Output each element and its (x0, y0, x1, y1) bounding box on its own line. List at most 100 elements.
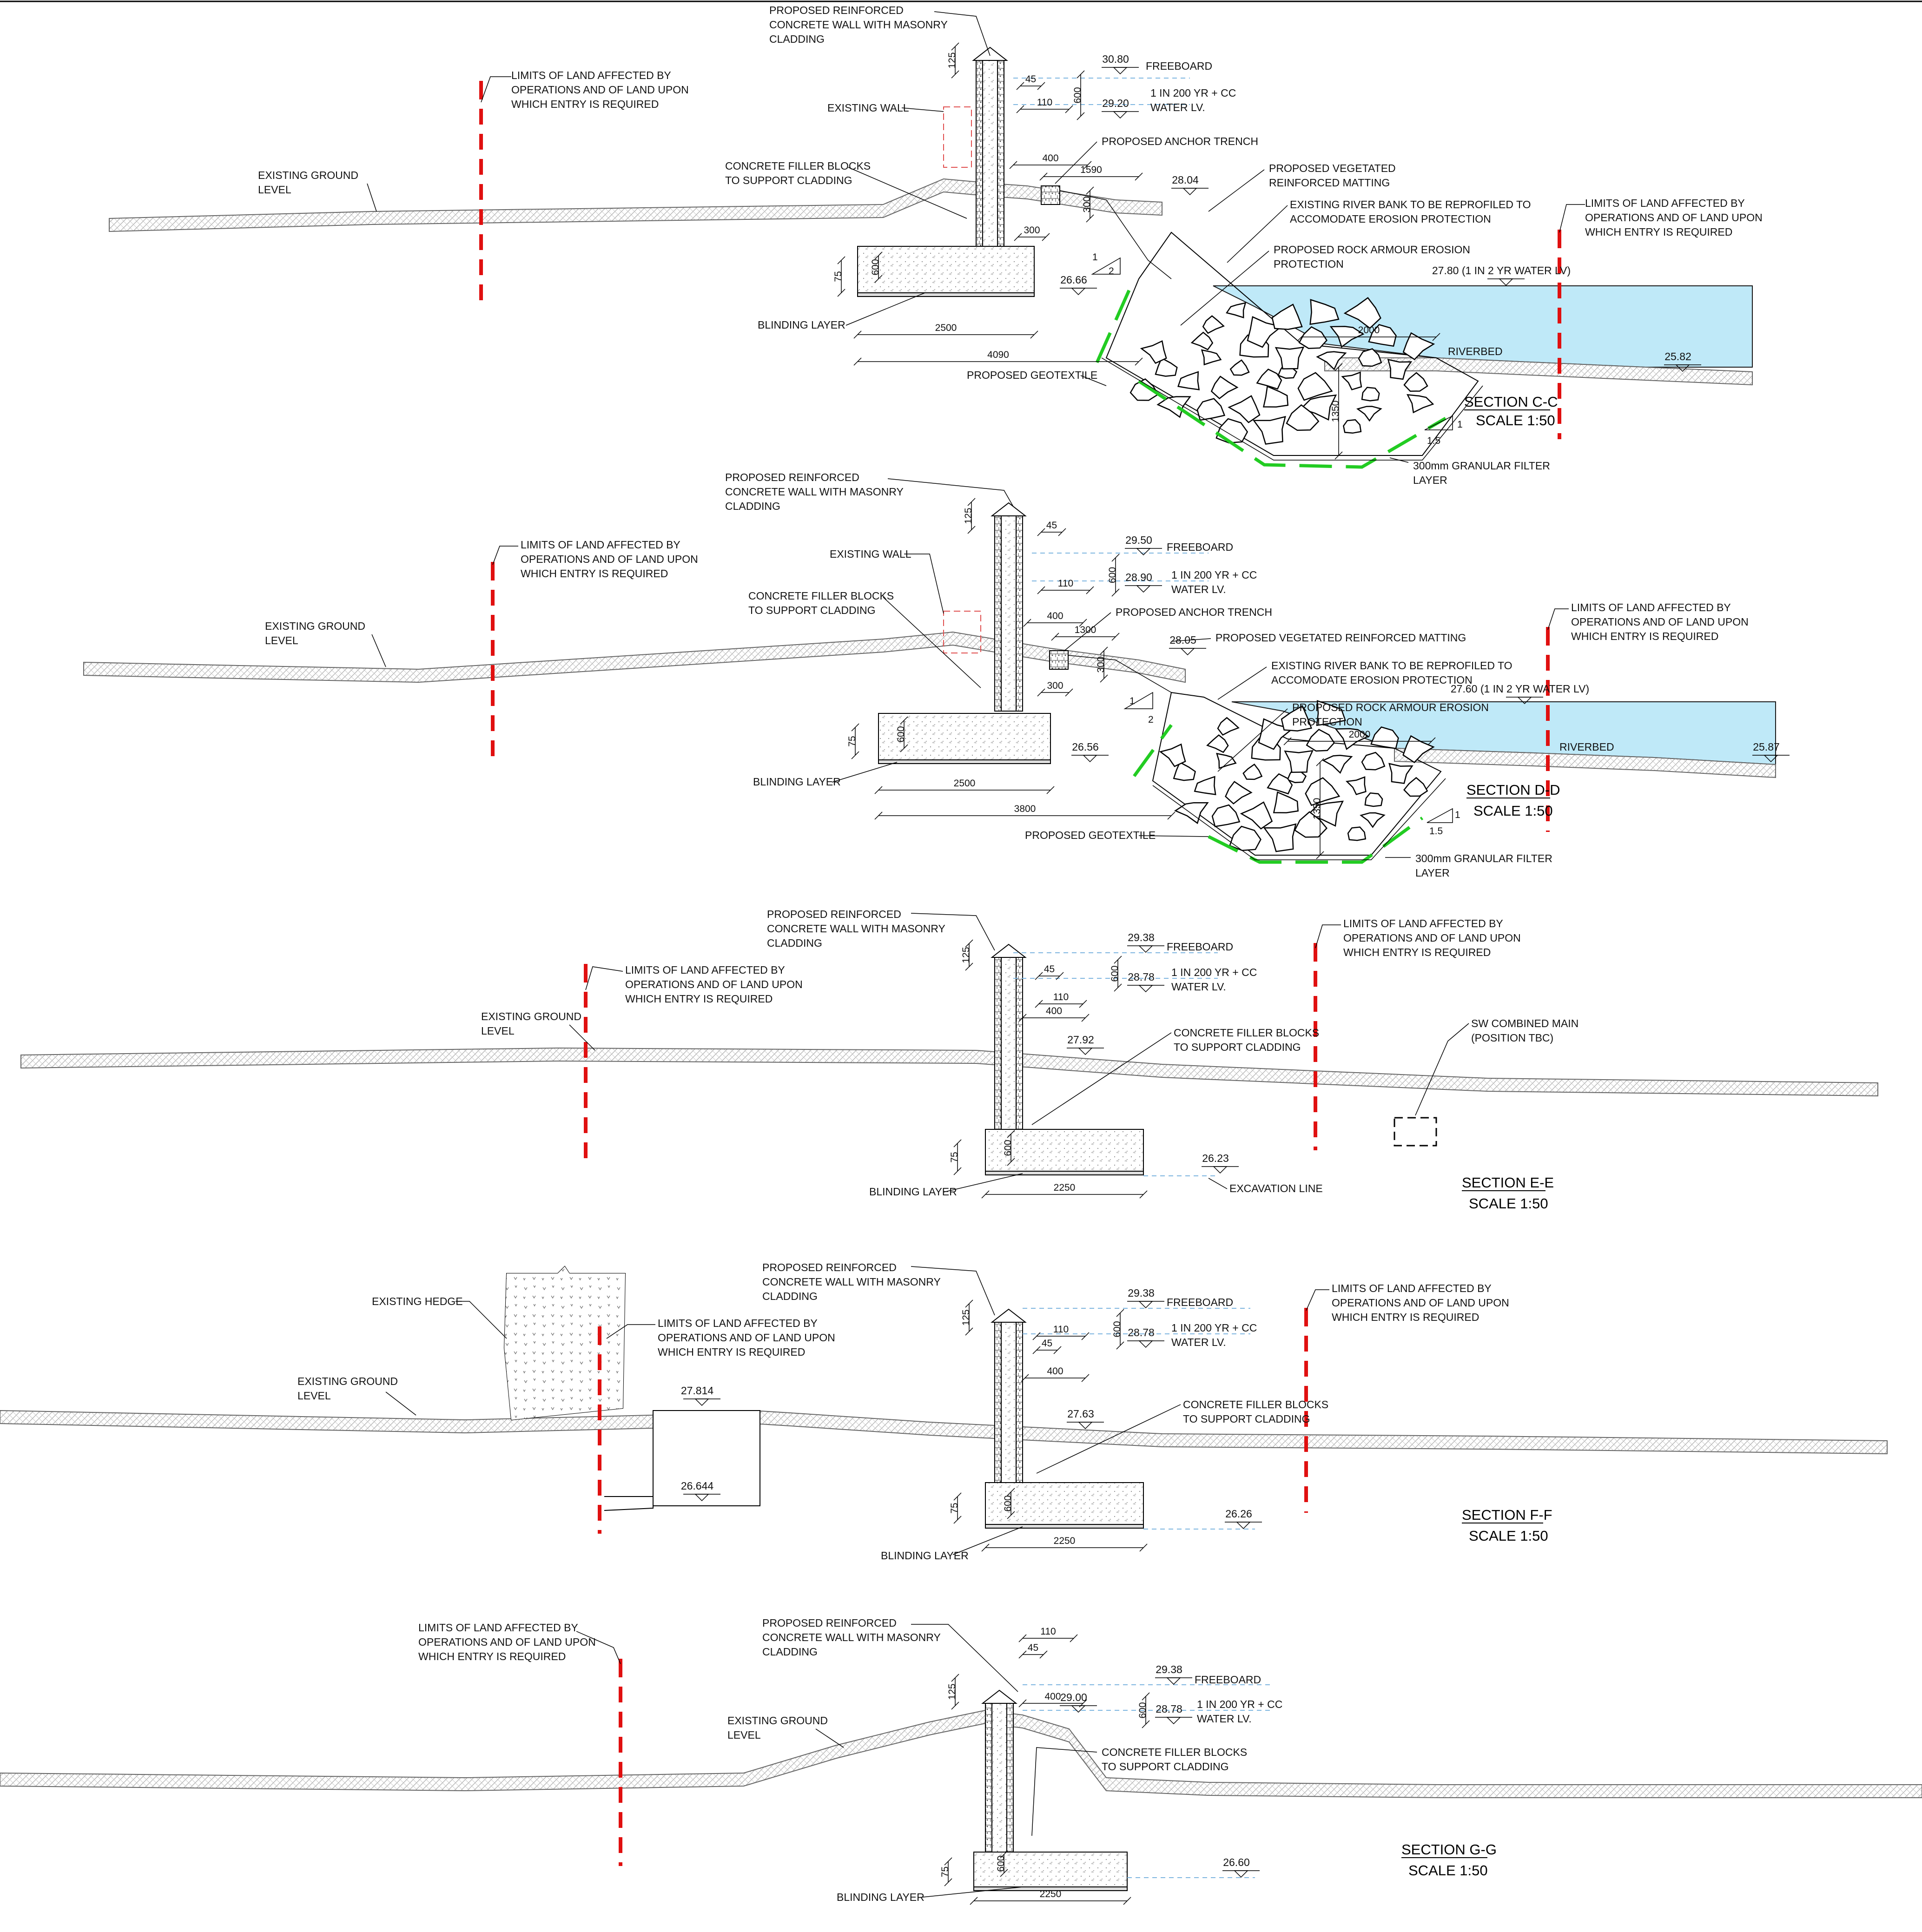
cc-stone (1252, 415, 1286, 445)
cc-lv-found-marker (1071, 288, 1086, 296)
gg-freeboard-label: FREEBOARD (1195, 1674, 1261, 1686)
dd-blinding-label: BLINDING LAYER (753, 776, 841, 788)
cc-stone (1402, 332, 1435, 361)
dd-matting-label: PROPOSED VEGETATED REINFORCED MATTING (1215, 632, 1466, 644)
ee-limits-right-label-line: LIMITS OF LAND AFFECTED BY (1343, 917, 1503, 930)
dd-dim-75-tick (851, 751, 859, 759)
dd-footing (878, 713, 1051, 760)
ff-dim-125-tick (965, 1299, 973, 1308)
dd-existing-wall-leader (904, 554, 944, 614)
cc-stone (1343, 297, 1381, 329)
cc-stone (1343, 419, 1362, 434)
gg-dim-600-tick (1142, 1692, 1150, 1701)
dd-stone (1402, 735, 1435, 764)
dd-dim-75-tick (851, 723, 859, 732)
cc-dim-110-tick (1065, 105, 1073, 113)
cc-matting (1059, 190, 1172, 279)
cc-blinding (857, 292, 1035, 297)
dd-blinding (878, 759, 1051, 764)
ff-blinding-label: BLINDING LAYER (881, 1550, 969, 1562)
ff-lv-chamber-top-marker (694, 1398, 709, 1406)
ee-limits-right-leader (1315, 924, 1341, 949)
cc-dim-2500-tick (853, 330, 862, 339)
ff-title: SECTION F-F (1462, 1507, 1552, 1523)
ee-dim-600-tick (1114, 983, 1122, 992)
dd-slope-tri-a (1123, 692, 1153, 709)
gg-filler-label-line: CONCRETE FILLER BLOCKS (1102, 1746, 1247, 1758)
dd-stone (1307, 800, 1344, 827)
cc-wall-cladding-right (997, 60, 1004, 247)
ff-hedge-fill (504, 1266, 625, 1420)
ee-dim-125-tick (965, 939, 973, 948)
dd-lv-flood: 28.90 (1125, 571, 1152, 583)
dd-wall-cladding-right (1016, 515, 1023, 712)
dd-lv-water: 27.60 (1 IN 2 YR WATER LV) (1451, 683, 1589, 695)
gg-scale: SCALE 1:50 (1408, 1862, 1488, 1879)
ee-ground-label-line: EXISTING GROUND (481, 1010, 581, 1022)
dd-dim-300b: 300 (1047, 680, 1063, 691)
cc-stone (1156, 396, 1191, 418)
dd-stone (1281, 705, 1312, 732)
ee-limits-left-label-line: WHICH ENTRY IS REQUIRED (625, 993, 773, 1005)
dd-dim-1350: 1350 (1312, 798, 1322, 820)
dd-stone (1370, 726, 1399, 749)
dd-reprofile-leader (1217, 666, 1267, 700)
dd-stone (1217, 717, 1240, 736)
dd-dim-1350-tick (1316, 851, 1324, 859)
ee-dim-600-tick (1114, 956, 1122, 964)
dd-matting (1068, 655, 1172, 693)
ff-dim-600-tick (1116, 1341, 1124, 1350)
ee-sw-label: SW COMBINED MAIN(POSITION TBC) (1471, 1017, 1579, 1044)
dd-reprofile-label-line: EXISTING RIVER BANK TO BE REPROFILED TO (1271, 659, 1513, 672)
dd-stone (1305, 777, 1341, 806)
dd-lv-freeboard-marker (1136, 548, 1151, 556)
dd-stone (1267, 773, 1293, 795)
ff-wall-label-line: CONCRETE WALL WITH MASONRY (762, 1276, 941, 1288)
ee-limits-left-leader (585, 966, 623, 990)
dd-stone (1263, 823, 1297, 852)
dd-filter-label-line: 300mm GRANULAR FILTER (1415, 852, 1552, 864)
cc-limit-left-cap (479, 81, 483, 86)
dd-slope-tri-b (1427, 808, 1453, 823)
cc-lv-flood: 29.20 (1102, 97, 1129, 109)
dd-slope-2: 2 (1148, 714, 1154, 725)
ee-lv-ground-marker (1078, 1048, 1093, 1055)
ee-dim-600: 600 (1110, 965, 1120, 982)
dd-dim-300b-tick (1037, 688, 1045, 697)
ff-pipe (604, 1496, 654, 1511)
ff-wall-coping (991, 1308, 1027, 1323)
ff-limits-left-leader (606, 1324, 655, 1339)
gg-dim-400-tick (1018, 1699, 1027, 1708)
cc-filter-leader (1389, 457, 1409, 463)
dd-lv-flood-marker (1136, 585, 1151, 593)
cc-wall-label-line: CLADDING (769, 33, 825, 45)
ff-dim-110: 110 (1053, 1324, 1069, 1335)
ee-blinding (985, 1171, 1144, 1175)
gg-dim-600-tick (1142, 1720, 1150, 1728)
ff-limit-left-cap (598, 1326, 601, 1332)
cc-geotextile-leader (1080, 375, 1107, 386)
ee-sw-label-line: (POSITION TBC) (1471, 1032, 1553, 1044)
cc-title: SECTION C-C (1464, 394, 1558, 410)
ee-wall-cladding-right (1016, 957, 1023, 1130)
dd-stone (1273, 791, 1299, 813)
gg-flood-label-line: WATER LV. (1197, 1713, 1252, 1725)
cc-stone (1387, 358, 1413, 380)
ff-ground-label-line: LEVEL (297, 1390, 331, 1402)
dd-limits-right-label-line: LIMITS OF LAND AFFECTED BY (1571, 601, 1731, 613)
dd-existing-wall (943, 611, 981, 653)
ff-ground (0, 1410, 1888, 1455)
dd-stone (1240, 801, 1273, 830)
ff-dim-400-tick (1021, 1374, 1029, 1382)
dd-stone (1316, 700, 1346, 726)
dd-dim-300a-tick (1100, 674, 1108, 683)
gg-dim-2250-tick (970, 1897, 978, 1905)
dd-geotextile-label: PROPOSED GEOTEXTILE (1025, 829, 1156, 841)
cc-rock-armour-outline (1105, 231, 1479, 456)
dd-lv-bed: 25.87 (1753, 741, 1780, 753)
dd-wall-cladding-left (994, 515, 1002, 712)
